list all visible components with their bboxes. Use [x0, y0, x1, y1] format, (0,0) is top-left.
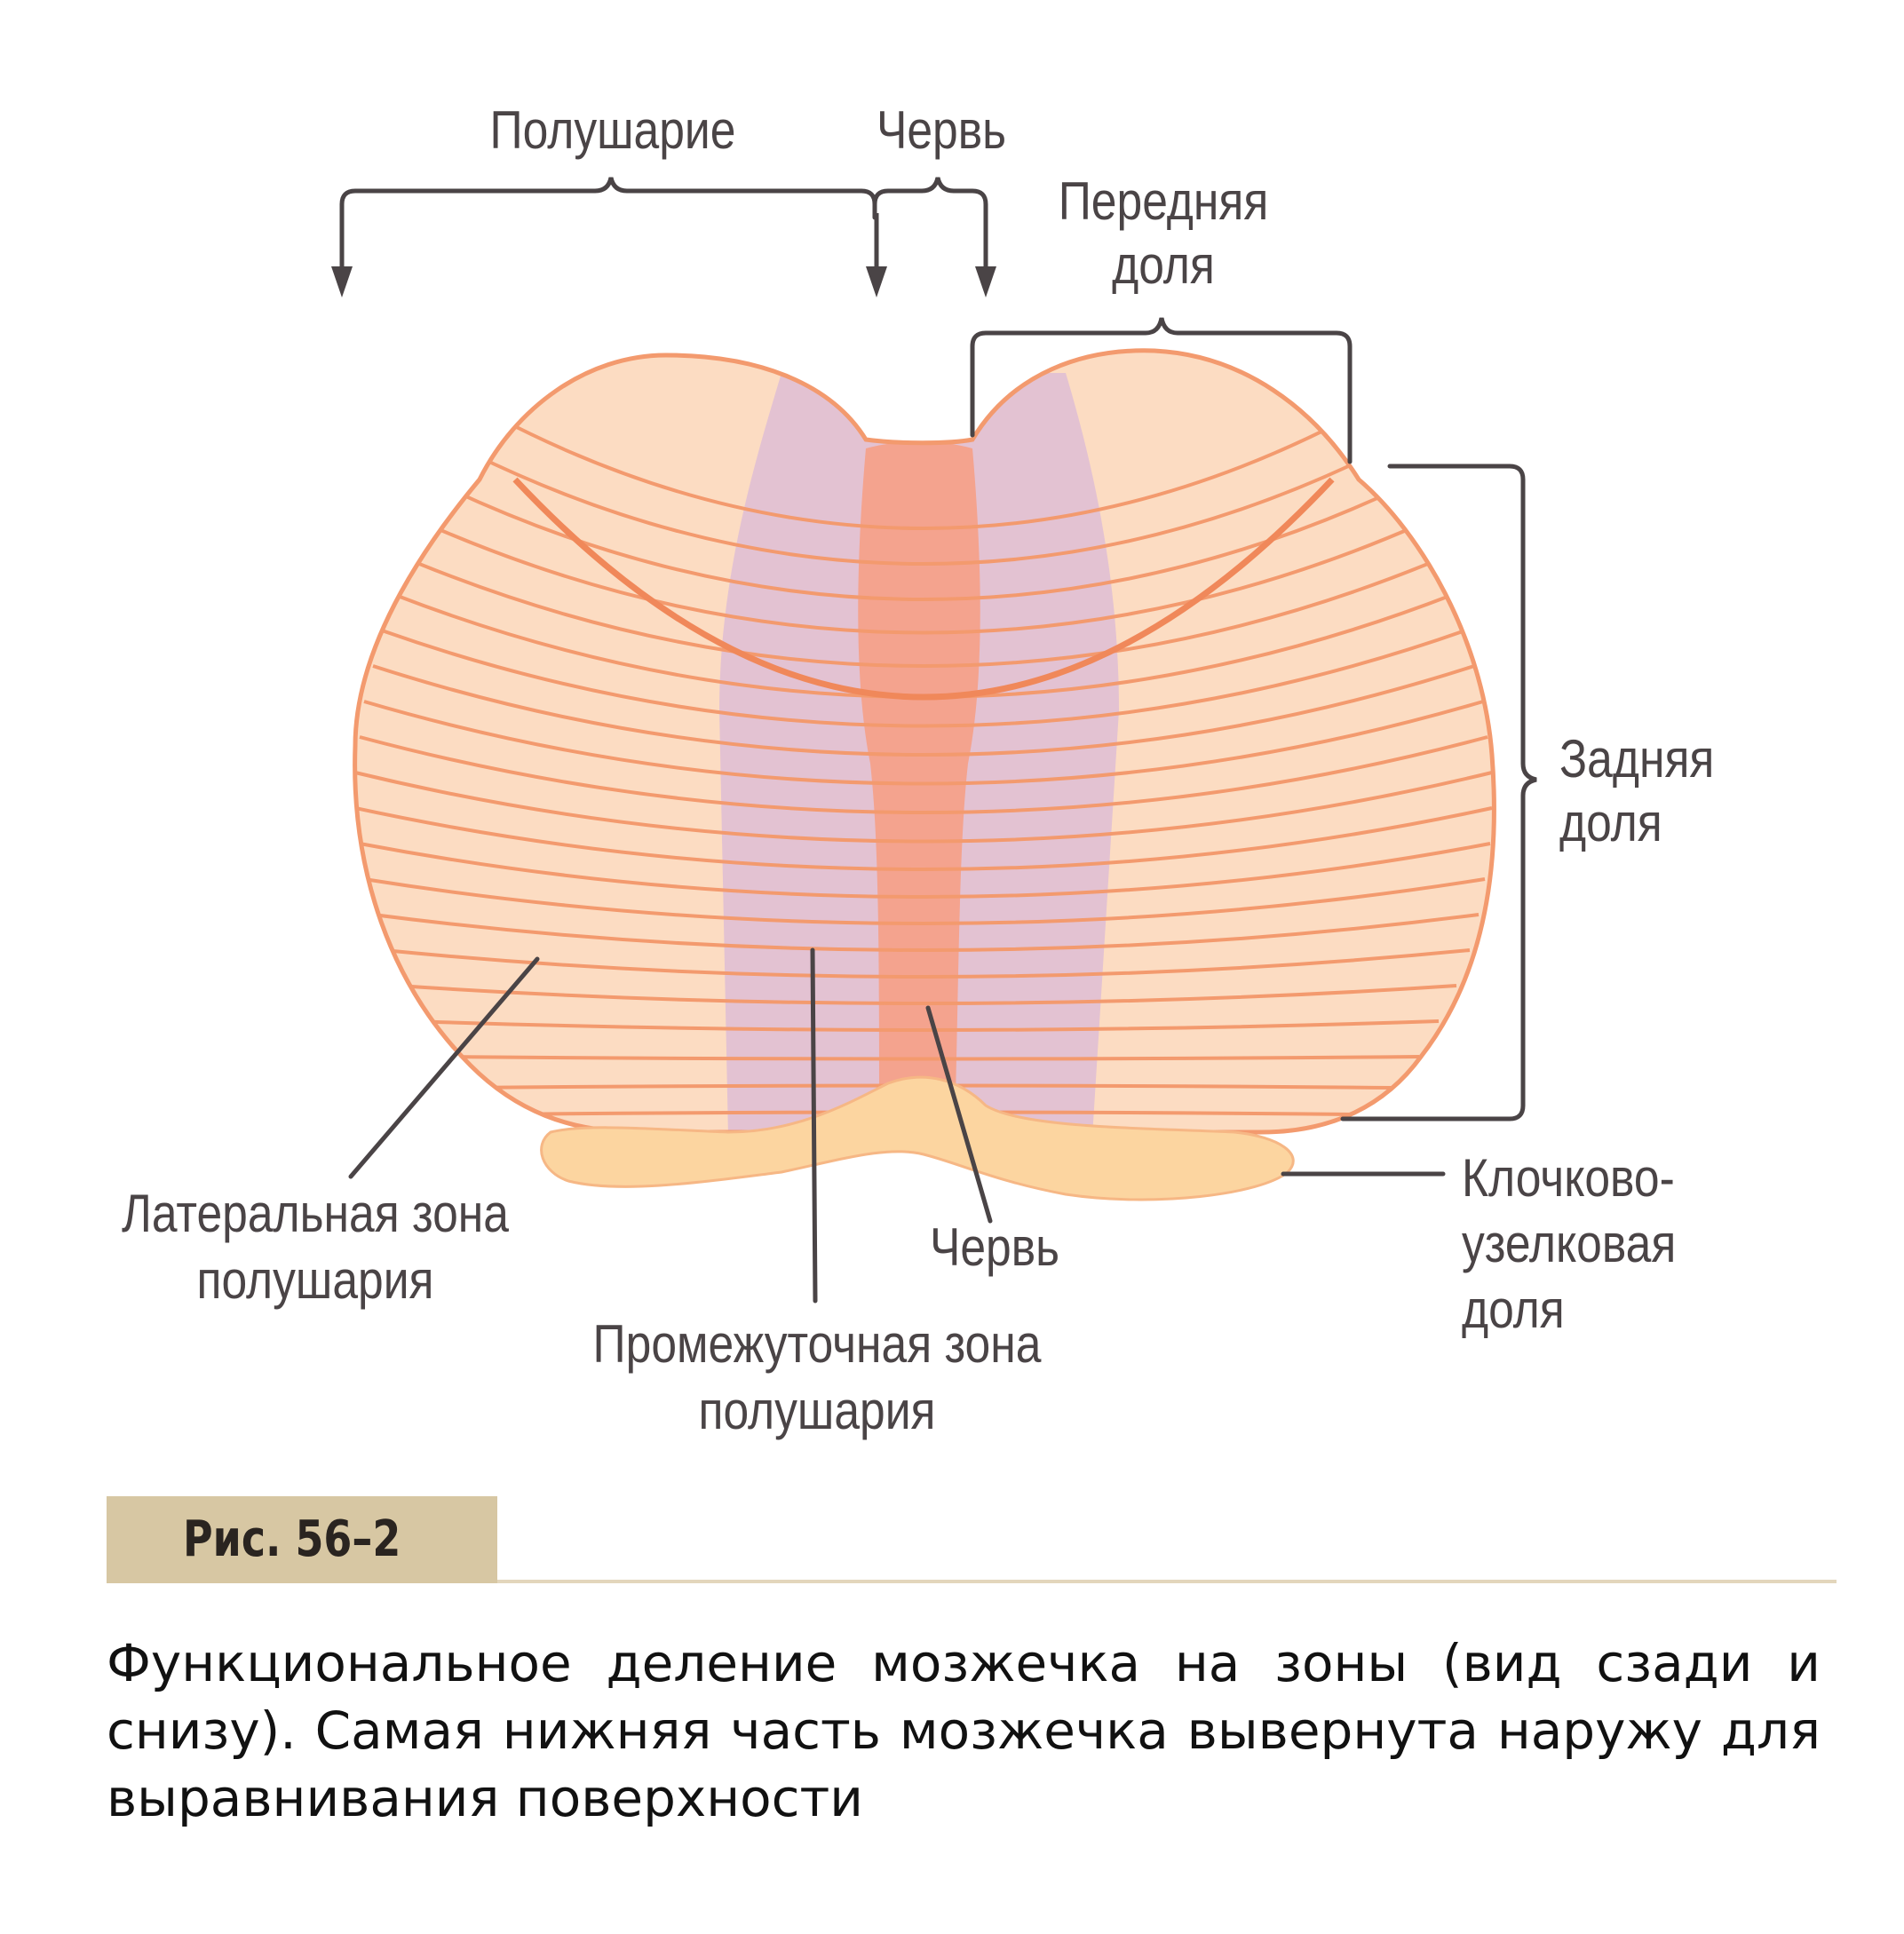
figure-number: Рис. 56–2 [183, 1510, 401, 1568]
label-anterior-lobe-line2: доля [1112, 235, 1215, 295]
arrowheads [331, 266, 996, 297]
label-lateral-zone-line1: Латеральная зона [121, 1184, 509, 1243]
intermediate-zone-leader [810, 947, 818, 1304]
cerebellum-body [353, 348, 1496, 1135]
label-posterior-lobe-line1: Задняя [1559, 729, 1715, 789]
posterior-lobe-brace [1340, 464, 1537, 1122]
hemisphere-vermis-brace [339, 177, 988, 225]
figure-caption: Функциональное деление мозжечка на зоны … [107, 1633, 1821, 1828]
vermis-leader [925, 1005, 993, 1224]
label-flocculonodular-line3: доля [1462, 1280, 1565, 1339]
figure-number-tag: Рис. 56–2 [107, 1496, 497, 1583]
label-hemisphere: Полушарие [489, 100, 736, 160]
leader-lines [348, 947, 1446, 1304]
label-vermis-bottom: Червь [929, 1217, 1060, 1277]
label-vermis-top: Червь [876, 100, 1007, 160]
vermis-region [858, 441, 980, 1132]
label-flocculonodular-line2: узелковая [1462, 1214, 1677, 1273]
label-intermediate-zone-line1: Промежуточная зона [592, 1314, 1042, 1374]
label-lateral-zone-line2: полушария [196, 1250, 434, 1310]
label-posterior-lobe-line2: доля [1559, 793, 1662, 852]
primary-fissure [512, 477, 1335, 701]
lateral-zone-leader [348, 956, 540, 1179]
label-intermediate-zone-line2: полушария [698, 1381, 936, 1440]
anterior-lobe-brace [970, 317, 1353, 464]
brace-arrows [339, 213, 988, 289]
label-flocculonodular-line1: Клочково- [1462, 1148, 1675, 1208]
label-anterior-lobe-line1: Передняя [1058, 171, 1269, 231]
cerebellum-outline [353, 348, 1496, 1135]
figure-divider [497, 1580, 1837, 1583]
